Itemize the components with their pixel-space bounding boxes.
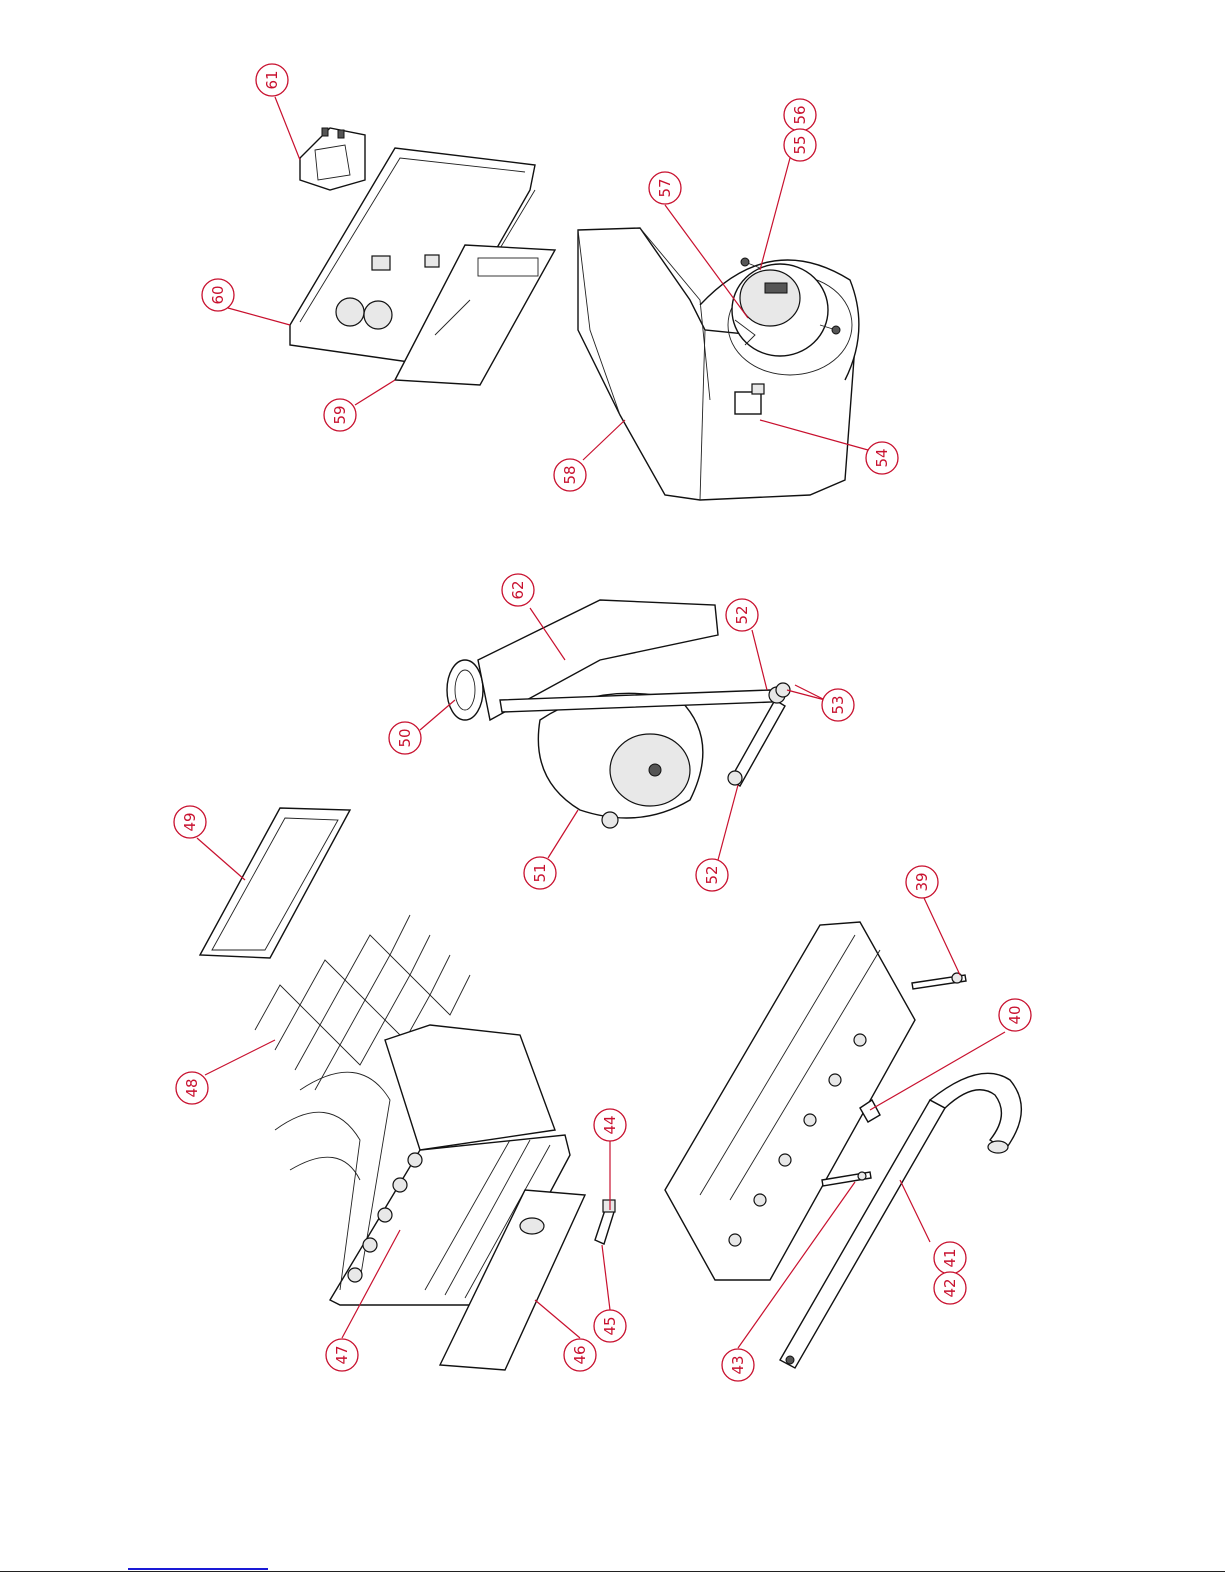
- part-61-transformer: [300, 128, 365, 190]
- callout-56-label: 56: [791, 105, 809, 124]
- callout-51-label: 51: [531, 863, 549, 882]
- callout-44-label: 44: [601, 1115, 619, 1134]
- callout-52-top-label: 52: [733, 605, 751, 624]
- part-58-blower-housing: [578, 228, 859, 500]
- callout-58-label: 58: [561, 465, 579, 484]
- callout-41-label: 41: [941, 1248, 959, 1267]
- callout-50[interactable]: 50: [389, 722, 421, 754]
- callout-43[interactable]: 43: [722, 1349, 754, 1381]
- callout-50-label: 50: [396, 728, 414, 747]
- part-44-45-fitting: [595, 1200, 615, 1244]
- footer-link-underline[interactable]: [128, 1568, 268, 1570]
- callout-40[interactable]: 40: [999, 999, 1031, 1031]
- callout-52-top[interactable]: 52: [726, 599, 758, 631]
- callout-52-bottom-label: 52: [703, 865, 721, 884]
- part-49-gasket-frame: [200, 808, 350, 958]
- callout-52-bottom[interactable]: 52: [696, 859, 728, 891]
- callout-60-label: 60: [209, 285, 227, 304]
- callout-46[interactable]: 46: [564, 1339, 596, 1371]
- callout-61-label: 61: [263, 70, 281, 89]
- callout-60[interactable]: 60: [202, 279, 234, 311]
- callout-59-label: 59: [331, 405, 349, 424]
- callout-45[interactable]: 45: [594, 1310, 626, 1342]
- callout-55-label: 55: [791, 135, 809, 154]
- callout-39[interactable]: 39: [906, 866, 938, 898]
- callout-51[interactable]: 51: [524, 857, 556, 889]
- callout-61[interactable]: 61: [256, 64, 288, 96]
- part-62-inducer-blower: [447, 600, 718, 828]
- callout-55[interactable]: 55: [784, 129, 816, 161]
- callout-49-label: 49: [181, 812, 199, 831]
- callout-41[interactable]: 41: [934, 1242, 966, 1274]
- callout-58[interactable]: 58: [554, 459, 586, 491]
- footer-divider: [0, 1571, 1225, 1572]
- callout-39-label: 39: [913, 872, 931, 891]
- callout-53[interactable]: 53: [822, 689, 854, 721]
- callout-47-label: 47: [333, 1345, 351, 1364]
- callout-49[interactable]: 49: [174, 806, 206, 838]
- callout-45-label: 45: [601, 1316, 619, 1335]
- callout-57-label: 57: [656, 178, 674, 197]
- callout-57[interactable]: 57: [649, 172, 681, 204]
- callout-56[interactable]: 56: [784, 99, 816, 131]
- callout-62-label: 62: [509, 580, 527, 599]
- callout-53-label: 53: [829, 695, 847, 714]
- callout-42[interactable]: 42: [934, 1272, 966, 1304]
- callout-43-label: 43: [729, 1355, 747, 1374]
- callout-47[interactable]: 47: [326, 1339, 358, 1371]
- callout-42-label: 42: [941, 1278, 959, 1297]
- callout-48-label: 48: [183, 1078, 201, 1097]
- callout-44[interactable]: 44: [594, 1109, 626, 1141]
- callout-54[interactable]: 54: [866, 442, 898, 474]
- callout-54-label: 54: [873, 448, 891, 467]
- part-39-electrode: [912, 973, 966, 989]
- callout-62[interactable]: 62: [502, 574, 534, 606]
- callout-46-label: 46: [571, 1345, 589, 1364]
- callout-48[interactable]: 48: [176, 1072, 208, 1104]
- callout-40-label: 40: [1006, 1005, 1024, 1024]
- callout-59[interactable]: 59: [324, 399, 356, 431]
